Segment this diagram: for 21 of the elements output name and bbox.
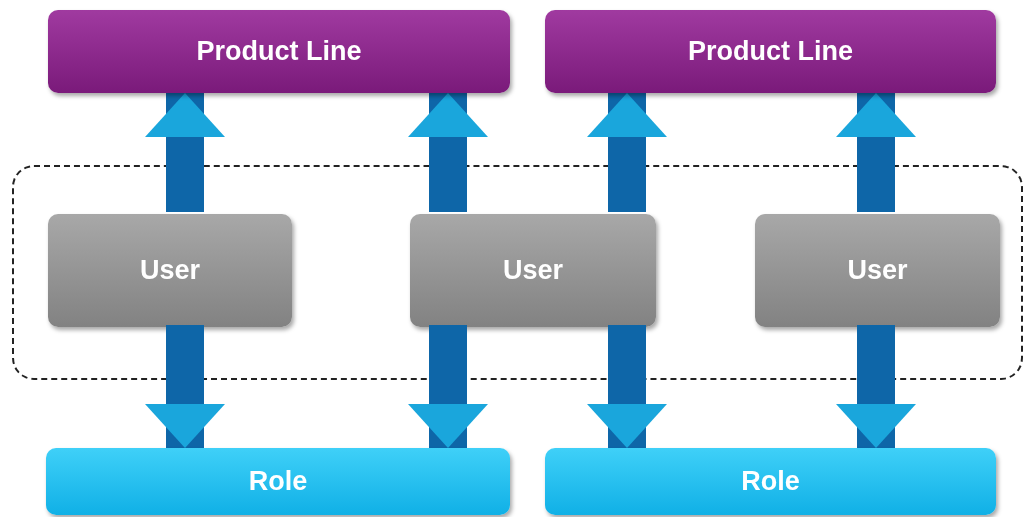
process-box: [545, 448, 996, 515]
box-label: Product Line: [688, 36, 853, 67]
block-arrow: [836, 93, 916, 212]
box-label: User: [502, 255, 563, 286]
block-arrow: [836, 325, 916, 448]
process-box: [755, 214, 1000, 327]
process-box: [410, 214, 656, 327]
process-box: [48, 10, 510, 93]
box-label: Role: [248, 466, 308, 497]
box-label: User: [139, 255, 200, 286]
box-label: Product Line: [196, 36, 362, 67]
process-box: [545, 10, 996, 93]
block-arrow: [587, 325, 667, 448]
block-arrow: [408, 325, 488, 448]
process-box: [48, 214, 292, 327]
process-box: [46, 448, 510, 515]
block-arrow: [145, 93, 225, 212]
box-label: User: [847, 255, 908, 286]
dashed-group-box: [12, 165, 1023, 380]
box-label: Role: [741, 466, 800, 497]
block-arrow: [145, 325, 225, 448]
